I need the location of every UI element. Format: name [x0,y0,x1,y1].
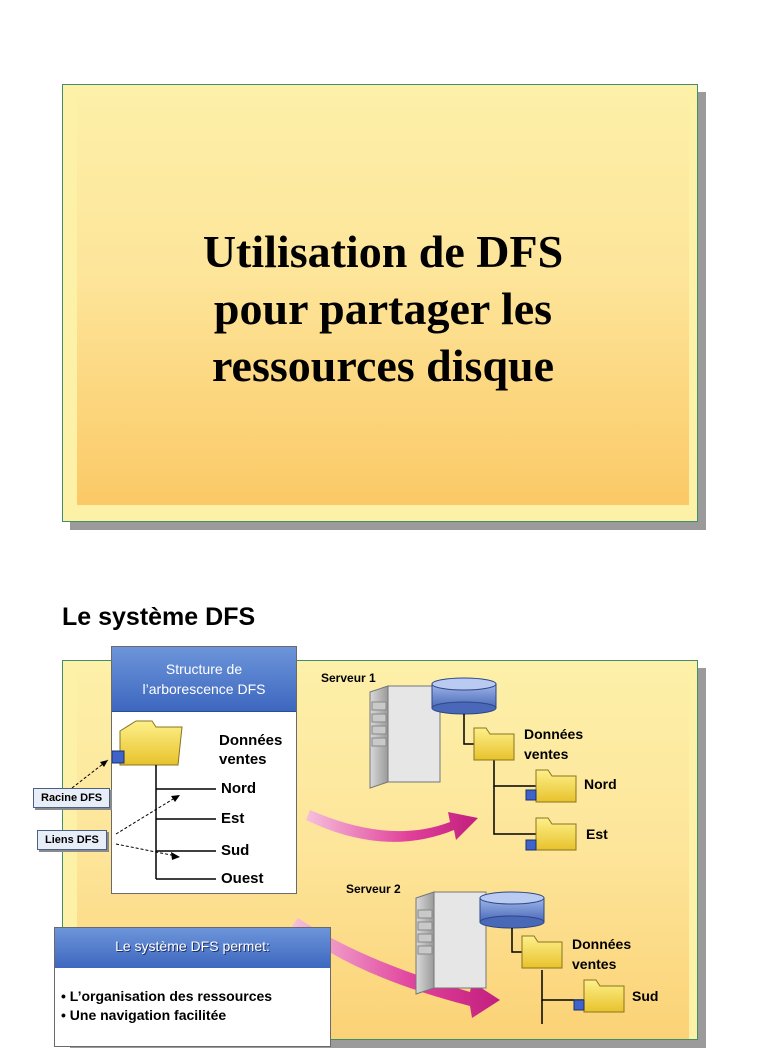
dfs-tree-lines [112,720,216,880]
liens-dfs-tag: Liens DFS [37,830,107,850]
server-1-subfolder-est: Est [586,826,608,842]
dfs-permits-title: Le système DFS permet: [115,938,270,954]
server-2-folder-label: Données ventes [572,936,632,972]
disk-2-icon [479,891,545,929]
server-1-subfolder-nord: Nord [584,776,617,792]
dfs-permits-item: • Une navigation facilitée [61,1007,227,1023]
dfs-tree-panel-header: Structure de l’arborescence DFS [112,647,296,712]
section-heading: Le système DFS [62,603,256,631]
disk-1-icon [431,677,497,715]
server-1-connectors [463,714,536,835]
server-1-icon [369,685,441,789]
redirect-arrow-1 [306,810,478,842]
title-slide: Utilisation de DFS pour partager les res… [62,84,698,522]
title-slide-background: Utilisation de DFS pour partager les res… [77,85,689,505]
server-1-folder-label: Données ventes [524,726,584,762]
tree-link-ouest: Ouest [221,870,264,887]
tree-link-nord: Nord [221,780,256,797]
server-1-label: Serveur 1 [321,671,376,685]
server-2-subfolder-sud: Sud [632,988,659,1004]
shared-folder-icon [525,769,577,803]
dfs-permits-header: Le système DFS permet: [55,928,330,968]
diagram-graphics [292,677,625,1024]
folder-icon [473,727,515,761]
tree-link-sud: Sud [221,842,250,859]
dfs-permits-box: Le système DFS permet: • L’organisation … [54,927,331,1047]
shared-folder-icon [525,817,577,851]
tree-root-label: Données ventes [219,732,283,768]
server-2-label: Serveur 2 [346,882,401,896]
redirect-arrow-2 [292,918,500,1018]
server-2-icon [415,891,487,995]
folder-icon [521,935,563,969]
title-slide-title: Utilisation de DFS pour partager les res… [202,226,564,391]
racine-dfs-tag: Racine DFS [33,788,111,808]
dfs-tree-panel-title: Structure de l’arborescence DFS [142,661,266,697]
dfs-permits-item: • L’organisation des ressources [61,988,273,1004]
shared-folder-icon [573,979,625,1013]
tree-link-est: Est [221,810,245,827]
server-2-connectors [511,928,584,1024]
root-folder-icon [112,720,183,766]
dfs-tree-panel: Structure de l’arborescence DFS Données … [111,646,297,894]
